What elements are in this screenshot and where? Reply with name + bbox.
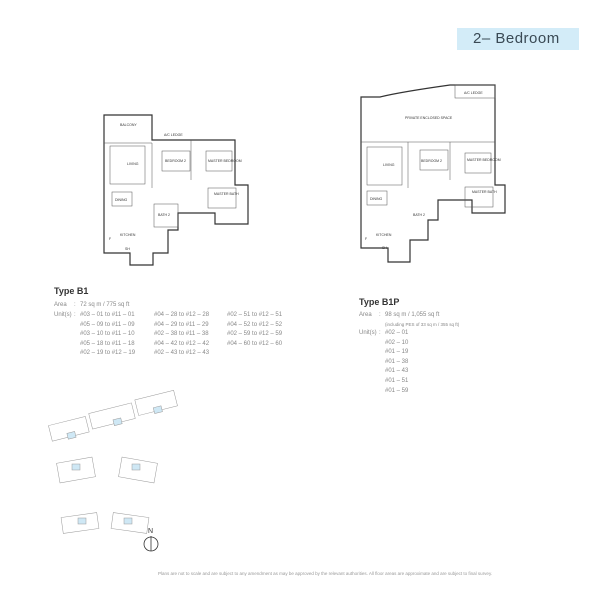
label: SH	[382, 246, 387, 250]
unit: #02 – 01	[385, 330, 409, 336]
label: BEDROOM 2	[421, 159, 442, 163]
unit: #01 – 19	[385, 349, 409, 356]
unit: #01 – 59	[385, 387, 409, 394]
label: A/C LEDGE	[464, 91, 483, 95]
floor-plan-b1p: A/C LEDGE PRIVATE ENCLOSED SPACE LIVING …	[360, 84, 506, 263]
unit: #03 – 10 to #11 – 10	[80, 331, 135, 338]
label: LIVING	[127, 162, 139, 166]
unit: #04 – 42 to #12 – 42	[154, 340, 210, 347]
type-b1-units-col-2: #04 – 28 to #12 – 28 #04 – 29 to #11 – 29…	[154, 311, 209, 359]
unit: #02 – 43 to #12 – 43	[154, 350, 210, 357]
unit: #01 – 51	[385, 377, 409, 384]
unit: #02 – 38 to #11 – 38	[154, 331, 209, 338]
unit: #02 – 59 to #12 – 59	[227, 331, 283, 338]
label: A/C LEDGE	[164, 133, 183, 137]
area-label: Area	[54, 302, 67, 308]
unit: #01 – 43	[385, 368, 409, 375]
label: SH	[125, 247, 130, 251]
colon: :	[379, 312, 381, 318]
label: LIVING	[383, 163, 395, 167]
label: DINING	[115, 198, 128, 202]
key-plans	[48, 389, 178, 534]
label: PRIVATE ENCLOSED SPACE	[405, 116, 453, 120]
area-label: Area	[359, 312, 372, 318]
unit: #03 – 01 to #11 – 01	[80, 312, 135, 318]
label: F	[365, 237, 367, 241]
label: MASTER BATH	[472, 190, 497, 194]
unit: #05 – 09 to #11 – 09	[80, 321, 135, 328]
type-b1p-area: 98 sq m / 1,055 sq ft	[385, 312, 440, 318]
label: BALCONY	[120, 123, 137, 127]
units-label: Unit(s)	[359, 330, 377, 336]
colon: :	[379, 330, 381, 336]
unit: #04 – 52 to #12 – 52	[227, 321, 283, 328]
type-b1-title: Type B1	[54, 286, 89, 296]
unit: #01 – 38	[385, 358, 409, 365]
label: MASTER BATH	[214, 192, 239, 196]
compass-icon	[143, 536, 159, 552]
disclaimer: Plans are not to scale and are subject t…	[158, 571, 493, 576]
type-b1-units-col-3: #02 – 51 to #12 – 51 #04 – 52 to #12 – 52…	[227, 311, 282, 349]
compass-label: N	[148, 528, 154, 535]
label: BEDROOM 2	[165, 159, 186, 163]
unit: #05 – 18 to #11 – 18	[80, 340, 135, 347]
label: MASTER BEDROOM	[208, 159, 242, 163]
label: F	[109, 237, 111, 241]
unit: #04 – 29 to #11 – 29	[154, 321, 209, 328]
unit: #04 – 28 to #12 – 28	[154, 312, 210, 318]
page-header-title: 2– Bedroom	[457, 28, 579, 50]
label: DINING	[370, 197, 383, 201]
label: KITCHEN	[376, 233, 392, 237]
type-b1p-units: #02 – 01 #02 – 10 #01 – 19 #01 – 38 #01 – 43…	[385, 329, 408, 396]
label: MASTER BEDROOM	[467, 158, 501, 162]
unit: #04 – 60 to #12 – 60	[227, 340, 283, 347]
label: BATH 2	[413, 213, 425, 217]
type-b1p-area-note: (including PES of 33 sq m / 355 sq ft)	[385, 322, 460, 327]
type-b1-area: 72 sq m / 775 sq ft	[80, 302, 130, 308]
unit: #02 – 51 to #12 – 51	[227, 312, 283, 318]
unit: #02 – 19 to #12 – 19	[80, 350, 136, 357]
unit: #02 – 10	[385, 339, 409, 346]
colon: :	[74, 302, 76, 308]
colon: :	[74, 312, 76, 318]
units-label: Unit(s)	[54, 312, 72, 318]
label: KITCHEN	[120, 233, 136, 237]
floor-plan-b1: BALCONY A/C LEDGE LIVING BEDROOM 2 MASTE…	[103, 114, 249, 266]
type-b1p-title: Type B1P	[359, 297, 400, 307]
label: BATH 2	[158, 213, 170, 217]
type-b1-units-col-1: #03 – 01 to #11 – 01 #05 – 09 to #11 – 09…	[80, 311, 135, 359]
